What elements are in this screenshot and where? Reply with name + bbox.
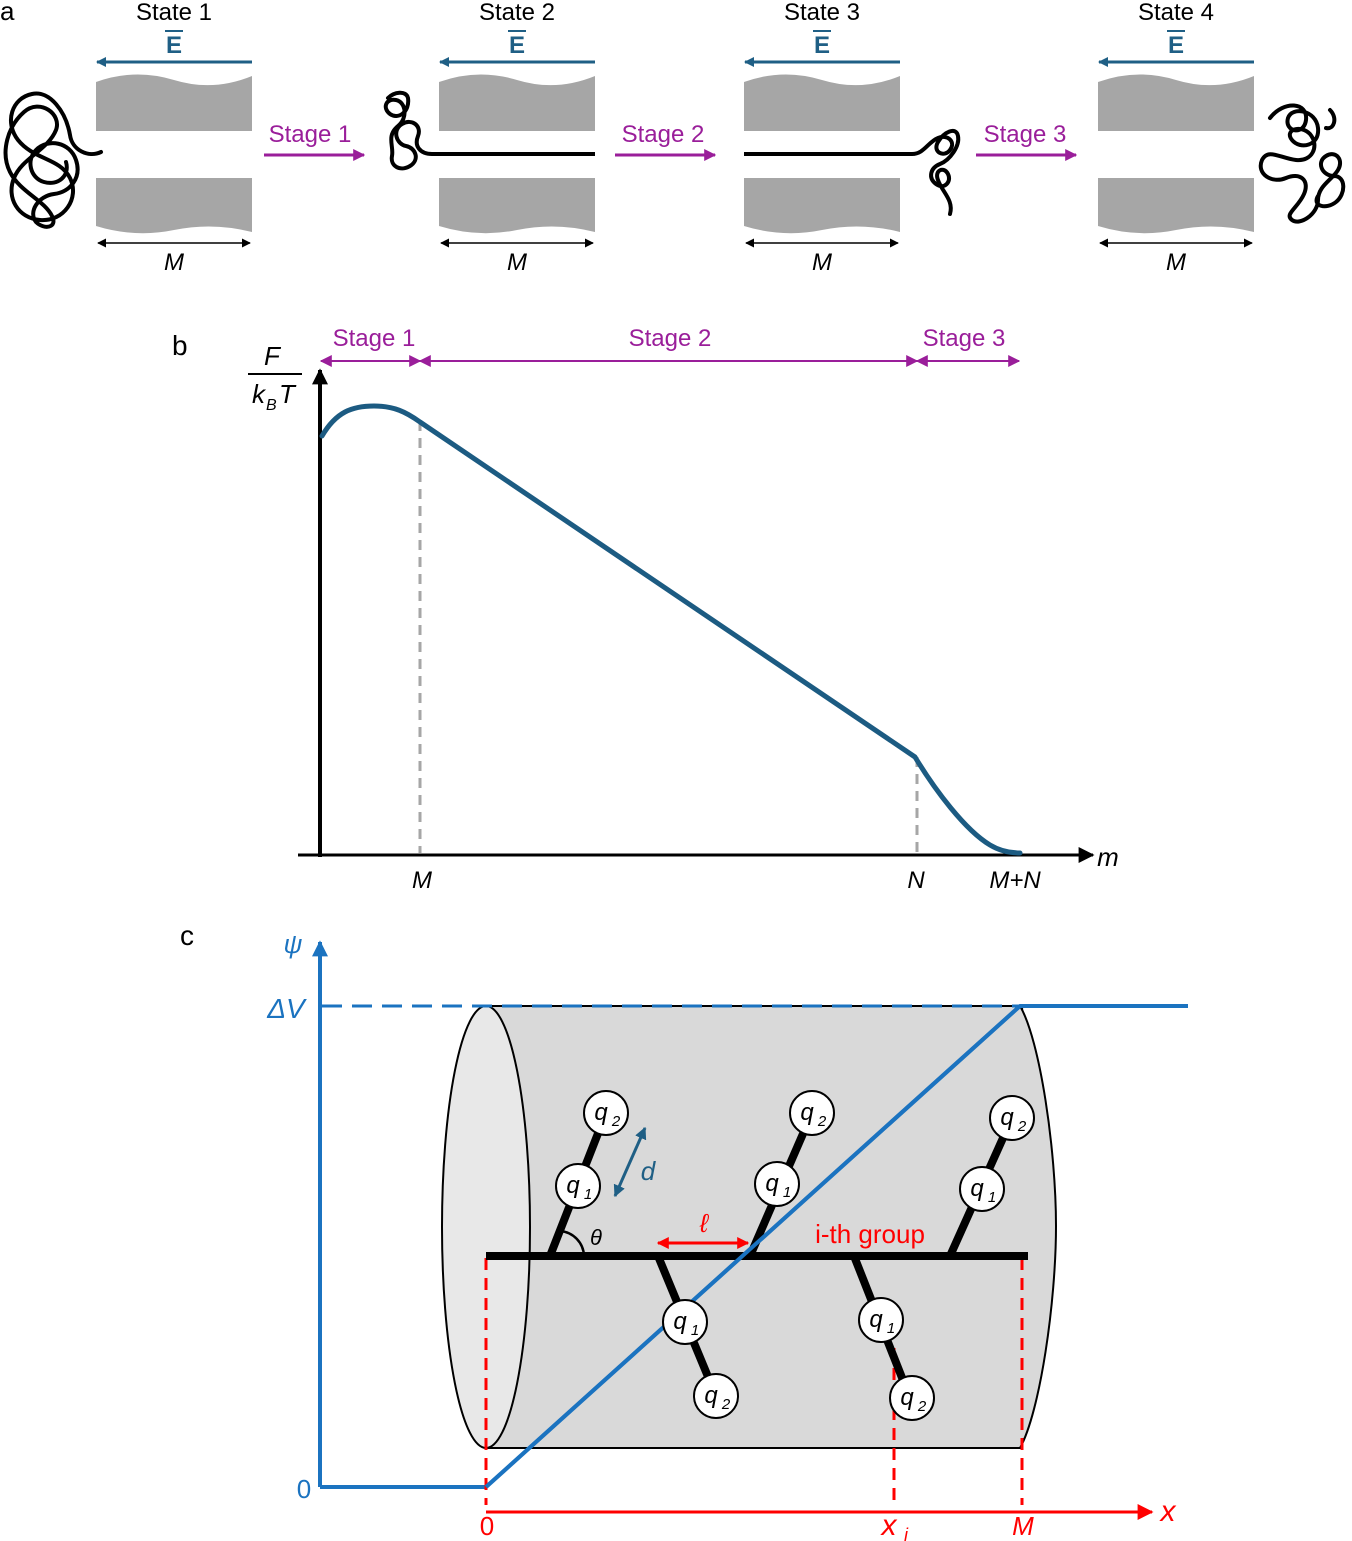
pore-length-label: M <box>164 249 184 276</box>
field-label: E <box>166 32 182 59</box>
pore-cylinder <box>485 1005 1058 1449</box>
y-label-sub: B <box>266 397 277 414</box>
svg-text:q: q <box>594 1099 608 1126</box>
charge-q2: q 2 <box>693 1373 739 1419</box>
state-2-label: State 2 <box>479 0 555 26</box>
x-coordinate-label: x <box>1159 1495 1177 1528</box>
pore-wall-bottom <box>744 178 900 234</box>
pore-wall-bottom <box>1098 178 1254 234</box>
bond-length-arrow <box>613 1126 647 1198</box>
svg-text:2: 2 <box>917 1398 927 1415</box>
pore-length-label: M <box>507 249 527 276</box>
stage-2-label: Stage 2 <box>622 121 705 148</box>
svg-text:q: q <box>704 1382 718 1409</box>
pore-length-label: M <box>812 249 832 276</box>
potential-ramp <box>484 1004 1022 1489</box>
svg-text:q: q <box>970 1175 984 1202</box>
stage-2-span-label: Stage 2 <box>629 325 712 352</box>
pore-wall-bottom <box>96 178 252 234</box>
polymer-coil <box>910 128 961 216</box>
svg-text:1: 1 <box>988 1189 996 1206</box>
charge-q2: q 2 <box>989 1095 1035 1141</box>
state-2: State 2 E M <box>383 0 595 276</box>
angle-arc <box>559 1229 586 1257</box>
polymer-coil <box>1258 103 1346 224</box>
panel-a: a State 1 E M Stage 1 State 2 E M <box>0 0 1346 276</box>
x-end-label: M <box>1012 1511 1034 1541</box>
x-i-sub: i <box>904 1525 909 1541</box>
stage-3-span-label: Stage 3 <box>923 325 1006 352</box>
stage-3-label: Stage 3 <box>984 121 1067 148</box>
field-label: E <box>1168 32 1184 59</box>
svg-text:q: q <box>900 1384 914 1411</box>
stage-1-label: Stage 1 <box>269 121 352 148</box>
svg-text:q: q <box>869 1306 883 1333</box>
x-axis-label: m <box>1097 842 1119 872</box>
panel-a-label: a <box>0 0 15 26</box>
psi-zero-label: 0 <box>297 1474 311 1504</box>
polymer-coil <box>3 91 103 229</box>
svg-text:q: q <box>673 1308 687 1335</box>
svg-text:1: 1 <box>691 1322 699 1339</box>
panel-b-label: b <box>172 330 188 361</box>
pore-wall-bottom <box>439 178 595 234</box>
field-label: E <box>509 32 525 59</box>
svg-text:2: 2 <box>1017 1118 1027 1135</box>
charge-q1: q 1 <box>858 1297 904 1343</box>
y-label-t: T <box>279 379 297 409</box>
svg-text:2: 2 <box>611 1113 621 1130</box>
svg-text:q: q <box>765 1170 779 1197</box>
state-1-label: State 1 <box>136 0 212 26</box>
pore-wall-top <box>96 74 252 131</box>
charge-q1: q 1 <box>754 1161 800 1207</box>
polymer-coil <box>383 90 434 171</box>
panel-b: b Stage 1 Stage 2 Stage 3 F k B T m M N … <box>172 325 1119 894</box>
free-energy-curve <box>319 403 1023 856</box>
charge-q1: q 1 <box>662 1299 708 1345</box>
charge-q2: q 2 <box>789 1090 835 1136</box>
svg-text:2: 2 <box>817 1113 827 1130</box>
charge-q2: q 2 <box>583 1090 629 1136</box>
panel-c-label: c <box>180 920 194 951</box>
panel-c: c ψ ΔV 0 x 0 x i M <box>180 920 1188 1541</box>
y-label-k: k <box>252 379 267 409</box>
pore-wall-top <box>1098 74 1254 131</box>
group-spacing-label: ℓ <box>699 1208 710 1238</box>
state-3: State 3 E M <box>744 0 961 276</box>
svg-text:1: 1 <box>783 1184 791 1201</box>
pore-length-label: M <box>1166 249 1186 276</box>
bond-length-label: d <box>641 1156 657 1186</box>
state-4: State 4 E M <box>1098 0 1346 276</box>
svg-text:q: q <box>566 1172 580 1199</box>
svg-text:1: 1 <box>887 1320 895 1337</box>
svg-text:q: q <box>1000 1104 1014 1131</box>
pore-wall-top <box>744 74 900 131</box>
tick-n: N <box>907 867 925 894</box>
charge-q2: q 2 <box>889 1375 935 1421</box>
svg-text:2: 2 <box>721 1396 731 1413</box>
svg-text:q: q <box>800 1099 814 1126</box>
tick-m: M <box>412 867 432 894</box>
stage-1-span-label: Stage 1 <box>333 325 416 352</box>
x-zero-label: 0 <box>480 1511 494 1541</box>
group-label: i-th group <box>815 1219 925 1249</box>
x-i-label: x <box>880 1509 898 1541</box>
angle-label: θ <box>590 1225 602 1250</box>
charge-q1: q 1 <box>555 1163 601 1209</box>
state-1: State 1 E M <box>3 0 252 276</box>
pore-wall-top <box>439 74 595 131</box>
delta-v-label: ΔV <box>266 993 307 1024</box>
tick-m-plus-n: M+N <box>989 867 1041 894</box>
state-3-label: State 3 <box>784 0 860 26</box>
svg-text:1: 1 <box>584 1186 592 1203</box>
charge-q1: q 1 <box>959 1166 1005 1212</box>
field-label: E <box>814 32 830 59</box>
state-4-label: State 4 <box>1138 0 1214 26</box>
y-label-numerator: F <box>264 341 282 371</box>
psi-axis-label: ψ <box>284 929 303 959</box>
